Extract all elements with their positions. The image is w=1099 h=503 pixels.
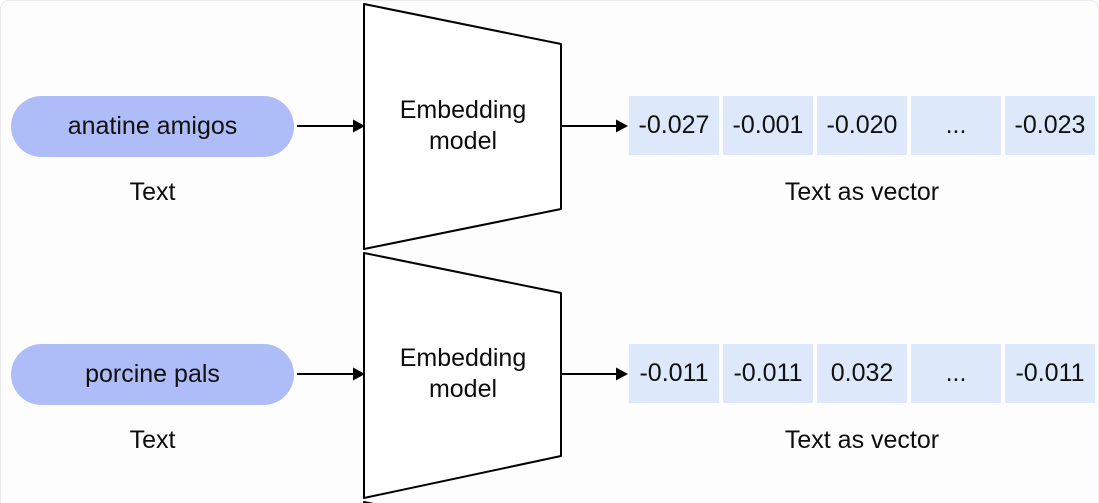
vector-label: Text as vector xyxy=(784,178,940,206)
input-pill: anatine amigos xyxy=(11,96,294,157)
vector-cell-ellipsis: ... xyxy=(911,96,1001,155)
input-pill-text: porcine pals xyxy=(85,360,220,388)
embedding-model-shape-partial xyxy=(363,501,374,503)
embedding-model-label-line2: model xyxy=(428,375,498,403)
vector-cell: 0.032 xyxy=(817,344,907,403)
vector-cell: -0.001 xyxy=(723,96,813,155)
vector-cell: -0.027 xyxy=(629,96,719,155)
embedding-model-label-line2: model xyxy=(428,127,498,155)
vector-cell: -0.023 xyxy=(1005,96,1095,155)
arrow-head xyxy=(616,367,628,381)
vector-cell-ellipsis: ... xyxy=(911,344,1001,403)
input-label: Text xyxy=(129,426,176,454)
input-label: Text xyxy=(129,178,176,206)
embedding-model-label-line1: Embedding xyxy=(399,344,527,372)
vector-label: Text as vector xyxy=(784,426,940,454)
vector-cell: -0.011 xyxy=(1005,344,1095,403)
embedding-model-label: Embedding model xyxy=(383,94,543,158)
embedding-model-label-line1: Embedding xyxy=(399,96,527,124)
arrow-head xyxy=(353,119,365,133)
vector-cell: -0.011 xyxy=(723,344,813,403)
vector-cell: -0.020 xyxy=(817,96,907,155)
input-pill-text: anatine amigos xyxy=(67,112,238,140)
embedding-model-shape xyxy=(363,252,562,499)
arrow-head xyxy=(353,367,365,381)
embedding-model-label: Embedding model xyxy=(383,342,543,406)
vector-row: -0.027 -0.001 -0.020 ... -0.023 xyxy=(629,96,1095,155)
vector-cell: -0.011 xyxy=(629,344,719,403)
embedding-model-shape xyxy=(363,3,562,250)
input-pill: porcine pals xyxy=(11,344,294,405)
vector-row: -0.011 -0.011 0.032 ... -0.011 xyxy=(629,344,1095,403)
arrow-head xyxy=(616,119,628,133)
